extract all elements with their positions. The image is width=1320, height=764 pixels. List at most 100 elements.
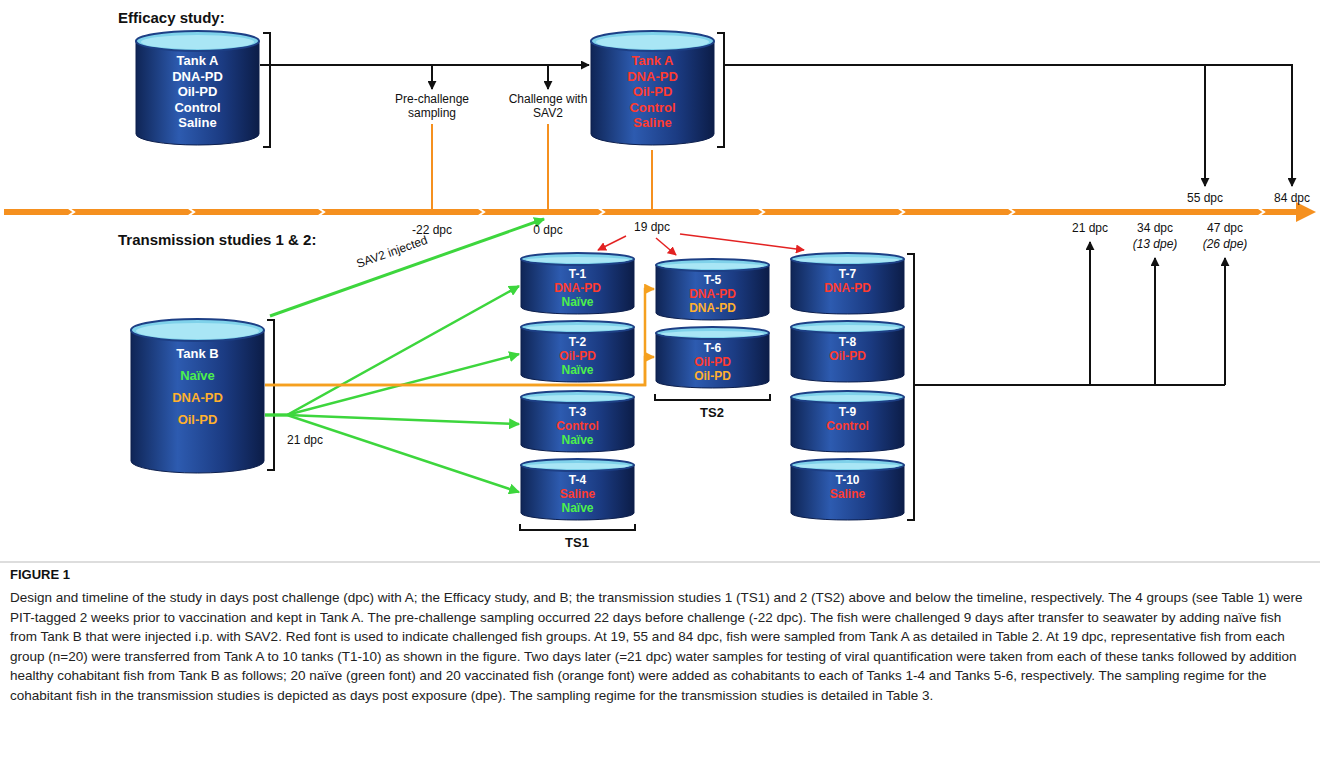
- group-name: Oil-PD: [829, 349, 866, 363]
- transfer-connector: [265, 286, 519, 415]
- tank-name: Tank A: [177, 53, 219, 69]
- group-name: Oil-PD: [559, 349, 596, 363]
- timeline-label: 19 dpc: [634, 220, 670, 234]
- tank-water: [656, 327, 769, 339]
- figure-caption: Design and timeline of the study in days…: [10, 588, 1310, 705]
- tank-text: Tank ADNA-PDOil-PDControlSaline: [135, 30, 260, 131]
- tank: Tank ADNA-PDOil-PDControlSaline: [590, 30, 715, 145]
- timeline-label: (13 dpe): [1133, 237, 1178, 251]
- timeline-label: 21 dpc: [1072, 221, 1108, 235]
- tank-name: T-5: [704, 273, 721, 287]
- timeline-chevron: [754, 205, 764, 219]
- group-name: DNA-PD: [824, 281, 871, 295]
- sampling-arrow: [1154, 258, 1156, 385]
- tank-body: [656, 333, 769, 388]
- tank-text: T-1DNA-PDNaïve: [520, 252, 635, 309]
- timeline-label: Pre-challenge sampling: [387, 92, 477, 121]
- tank-name: T-9: [839, 405, 856, 419]
- tank-name: T-2: [569, 335, 586, 349]
- sampling-arrow: [431, 65, 433, 89]
- tank: Tank BNaïveDNA-PDOil-PD: [130, 318, 265, 473]
- tank-body: [791, 465, 904, 520]
- group-name: Naïve: [180, 365, 215, 387]
- group-name: Naïve: [561, 433, 593, 447]
- tank-text: T-8Oil-PD: [790, 320, 905, 363]
- small-tank: T-8Oil-PD: [790, 320, 905, 382]
- tank-text: T-4SalineNaïve: [520, 458, 635, 515]
- tank-water-shine: [526, 325, 629, 331]
- timeline-chevron: [64, 205, 74, 219]
- tank-water: [521, 391, 634, 403]
- timeline-chevron: [894, 205, 904, 219]
- transfer-arrow: [680, 234, 804, 250]
- timeline-axis: [4, 209, 1298, 215]
- timeline-label: 34 dpc: [1137, 221, 1173, 235]
- tank-water-shine: [136, 323, 259, 339]
- sampling-arrow: [1224, 258, 1226, 385]
- tank-name: T-10: [835, 473, 859, 487]
- timeline-label: TS2: [700, 405, 724, 421]
- tank-water: [136, 31, 259, 51]
- tank-text: T-9Control: [790, 390, 905, 433]
- tank-water-shine: [661, 331, 764, 337]
- tank-body: [131, 330, 264, 473]
- tank-water: [791, 253, 904, 265]
- group-name: Control: [174, 100, 220, 116]
- tank-text: T-3ControlNaïve: [520, 390, 635, 447]
- small-tank: T-9Control: [790, 390, 905, 452]
- timeline-label: 47 dpc: [1207, 221, 1243, 235]
- timeline-chevron: [594, 205, 604, 219]
- tank-name: T-3: [569, 405, 586, 419]
- sampling-line: [724, 65, 1292, 186]
- tank-body: [791, 259, 904, 314]
- sampling-line: [914, 384, 1225, 386]
- timeline-chevron: [1004, 205, 1014, 219]
- timeline-head: [1296, 202, 1316, 222]
- timeline-label: 84 dpc: [1274, 191, 1310, 205]
- tank-text: T-7DNA-PD: [790, 252, 905, 295]
- group-name: DNA-PD: [627, 69, 678, 85]
- tank-water: [656, 259, 769, 271]
- tank-water-shine: [141, 35, 254, 49]
- tank: Tank ADNA-PDOil-PDControlSaline: [135, 30, 260, 145]
- tank-text: Tank ADNA-PDOil-PDControlSaline: [590, 30, 715, 131]
- tank-water-shine: [526, 257, 629, 263]
- small-tank: T-10Saline: [790, 458, 905, 520]
- tank-name: T-1: [569, 267, 586, 281]
- small-tank: T-4SalineNaïve: [520, 458, 635, 520]
- tank-body: [591, 41, 714, 145]
- tank-water: [521, 321, 634, 333]
- tank-name: T-4: [569, 473, 586, 487]
- group-name: DNA-PD: [689, 287, 736, 301]
- tank-water-shine: [796, 257, 899, 263]
- small-tank: T-1DNA-PDNaïve: [520, 252, 635, 314]
- tank-bracket: [263, 33, 270, 147]
- small-tank: T-3ControlNaïve: [520, 390, 635, 452]
- transfer-connector: [260, 64, 589, 66]
- group-name: Control: [556, 419, 599, 433]
- group-name: Naïve: [561, 363, 593, 377]
- tank-name: Tank A: [632, 53, 674, 69]
- timeline-chevron: [184, 205, 194, 219]
- timeline-chevron: [1254, 205, 1264, 219]
- small-tank: T-2Oil-PDNaïve: [520, 320, 635, 382]
- tank-name: T-8: [839, 335, 856, 349]
- tank-body: [521, 327, 634, 382]
- group-name: Oil-PD: [178, 409, 218, 431]
- tank-body: [136, 41, 259, 145]
- tank-text: T-2Oil-PDNaïve: [520, 320, 635, 377]
- tank-water: [791, 391, 904, 403]
- timeline-label: 55 dpc: [1187, 191, 1223, 205]
- timeline-chevrons: [64, 205, 1264, 219]
- tank-body: [656, 265, 769, 320]
- tank-bracket: [907, 254, 914, 520]
- transfer-arrow: [598, 236, 626, 250]
- tank-name: Tank B: [176, 343, 218, 365]
- caption-rule: [0, 562, 1320, 563]
- timeline-label: 21 dpc: [285, 433, 325, 447]
- tank-body: [791, 327, 904, 382]
- sampling-arrow: [1204, 65, 1206, 186]
- group-name: Oil-PD: [633, 84, 673, 100]
- tank-body: [521, 259, 634, 314]
